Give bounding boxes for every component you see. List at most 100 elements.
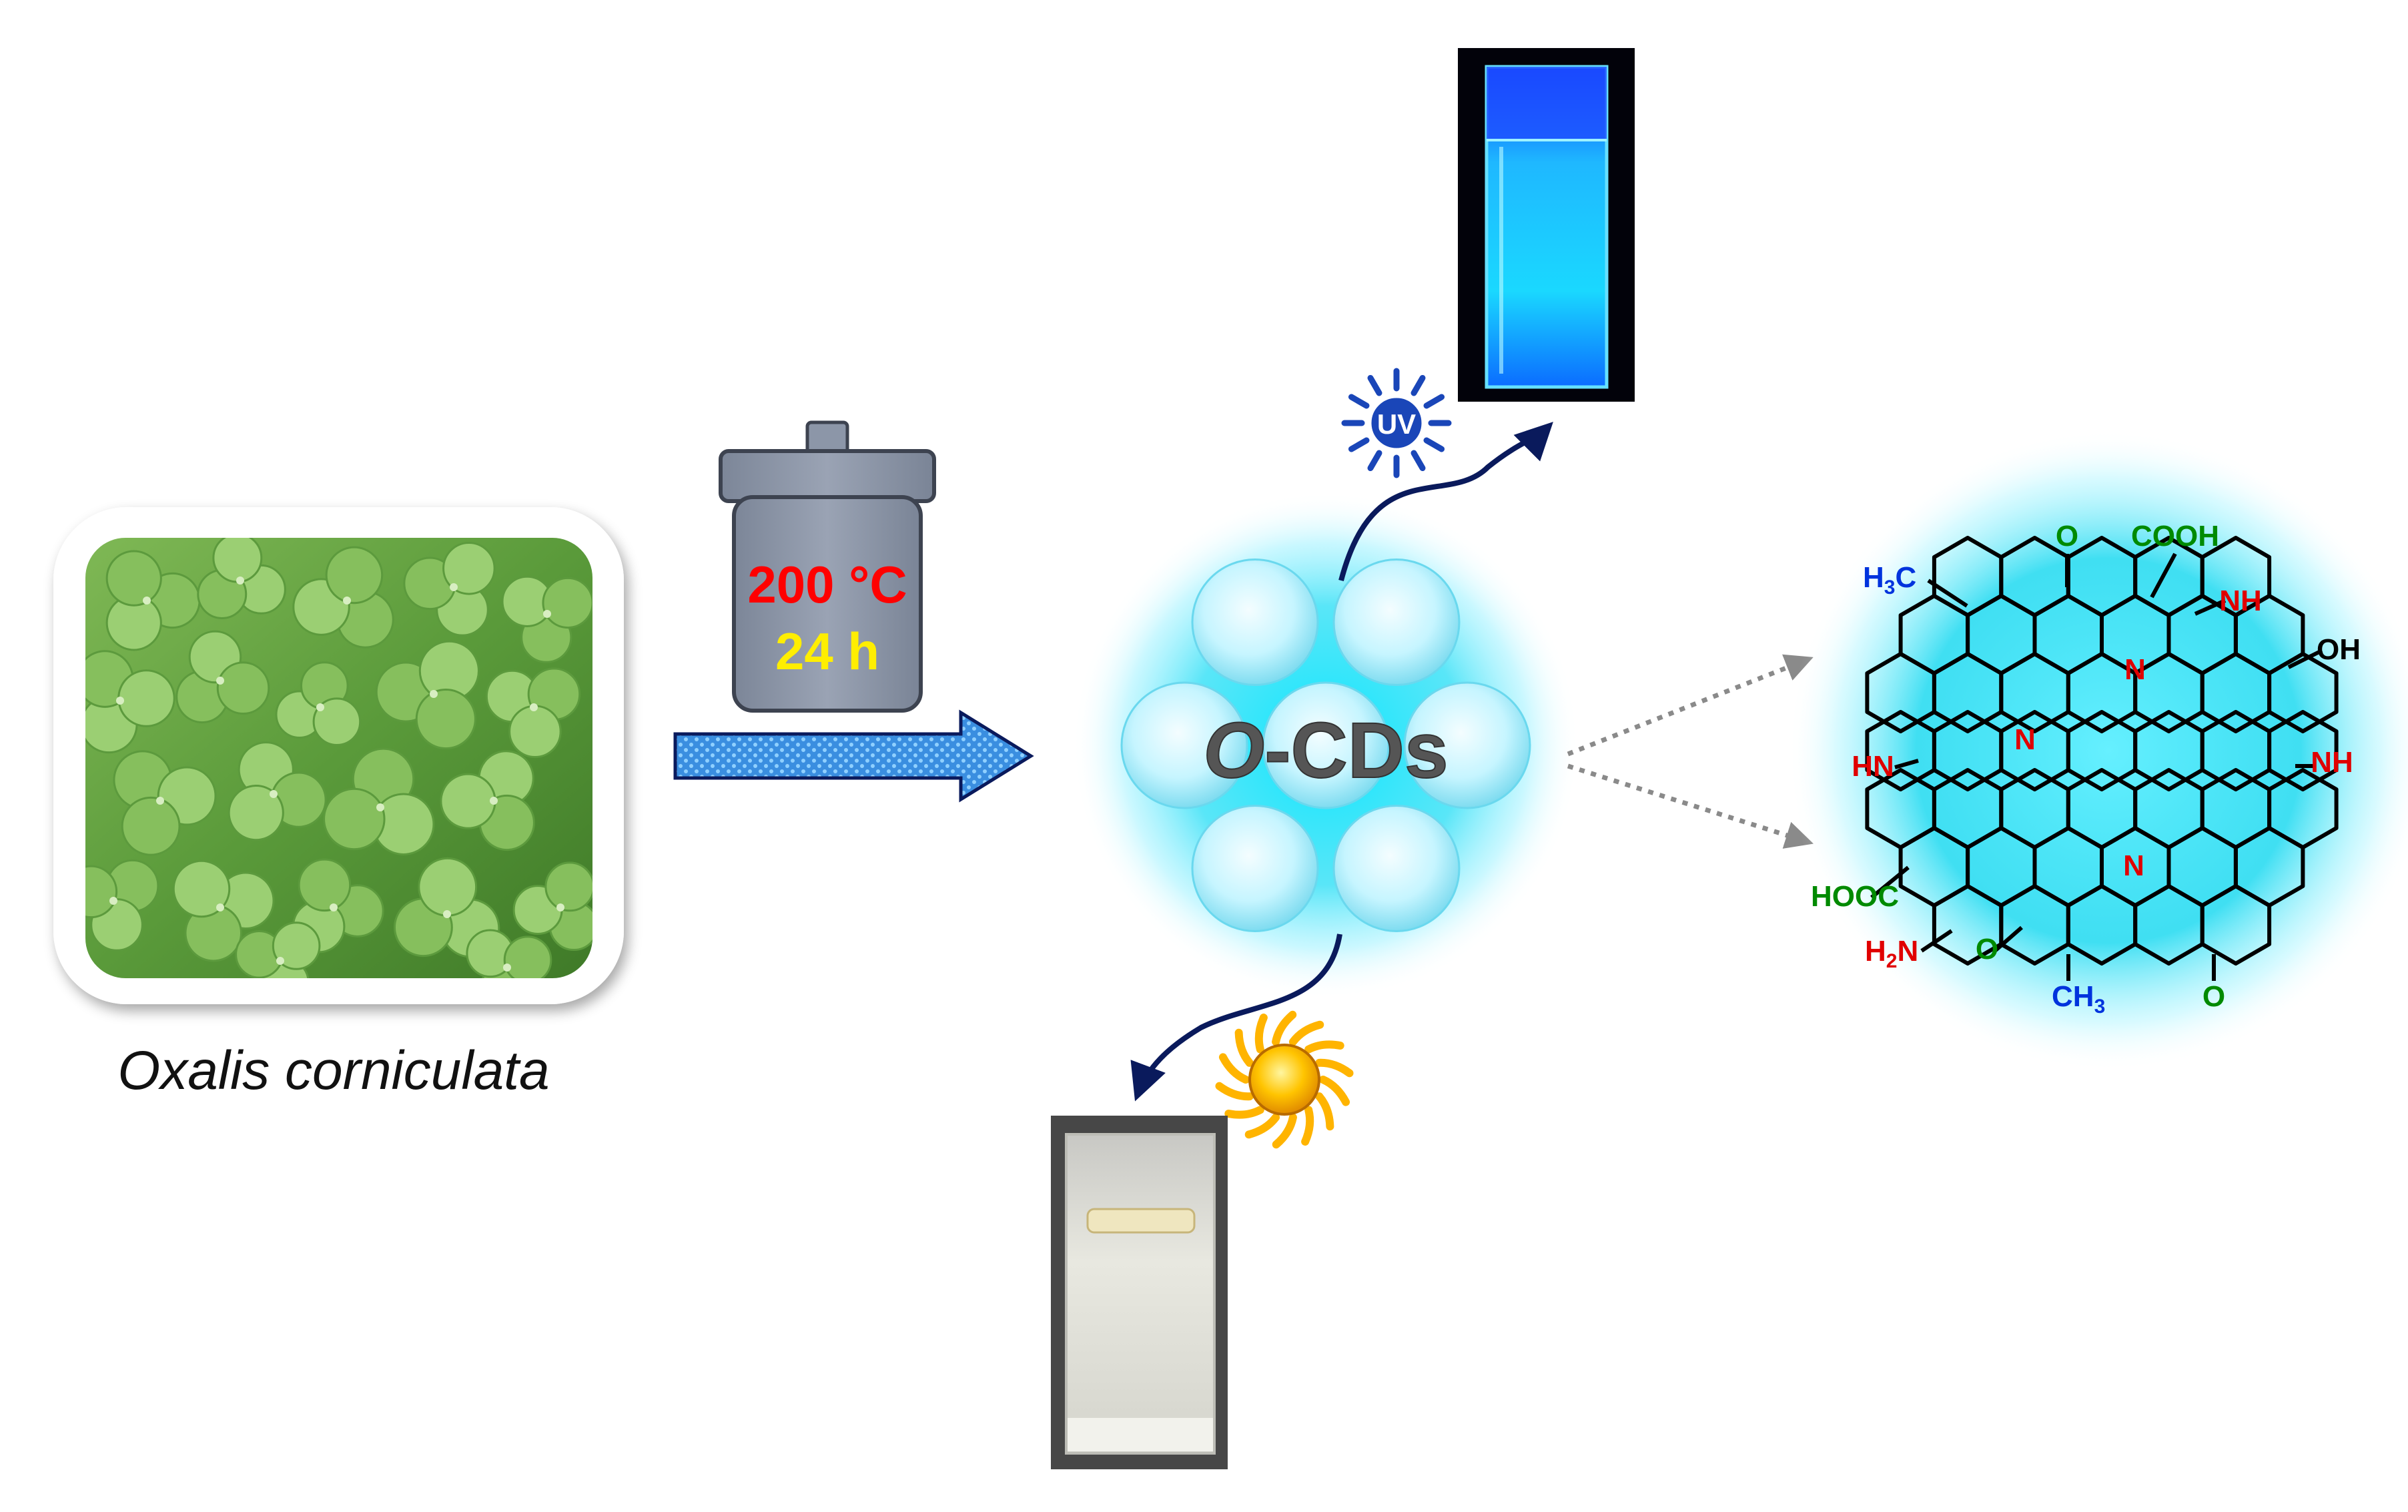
group-oh: OH bbox=[2317, 633, 2361, 666]
sun-ray bbox=[1272, 1113, 1297, 1149]
clover-leaf bbox=[228, 741, 327, 841]
substituent-bond bbox=[2150, 552, 2177, 599]
uv-arrow bbox=[1338, 422, 1553, 582]
sun-ray bbox=[1301, 1106, 1314, 1146]
carbon-dot bbox=[1120, 681, 1248, 809]
group-n-lower: N bbox=[2123, 849, 2144, 882]
carbon-dot bbox=[1191, 558, 1319, 687]
clover-leaf bbox=[172, 859, 275, 962]
sun-ray bbox=[1215, 1082, 1254, 1101]
group-nh-right: NH bbox=[2311, 746, 2353, 779]
carbon-dot bbox=[1262, 681, 1390, 809]
uv-cuvette-photo bbox=[1458, 48, 1635, 402]
substituent-bond bbox=[1994, 925, 2023, 953]
structure-arrow-lower bbox=[1567, 763, 1814, 849]
surface-structure: H3C O COOH NH OH N N N HN NH HOOC H2N O … bbox=[1788, 430, 2408, 1071]
sun-ray bbox=[1234, 1028, 1254, 1067]
sun-ray bbox=[1304, 1040, 1344, 1054]
substituent-bond bbox=[1870, 865, 1910, 899]
h2n-subscript: 2 bbox=[1886, 950, 1898, 972]
uv-ray bbox=[1348, 394, 1370, 409]
carbon-dot bbox=[1191, 804, 1319, 932]
graphitic-lattice bbox=[1865, 536, 2339, 981]
group-hooc: HOOC bbox=[1811, 880, 1899, 913]
clover-leaf bbox=[466, 929, 552, 978]
sun-ray bbox=[1272, 1010, 1297, 1046]
group-o-bottom: O bbox=[2202, 980, 2225, 1013]
substituent-bond bbox=[2287, 649, 2323, 669]
lattice-ring bbox=[2200, 884, 2272, 966]
clover-leaves-photo bbox=[85, 538, 592, 978]
sun-ray bbox=[1319, 1076, 1350, 1106]
clover-leaf bbox=[501, 575, 592, 663]
carbon-dot bbox=[1332, 558, 1461, 687]
plant-caption: Oxalis corniculata bbox=[117, 1040, 549, 1101]
sun-ray bbox=[1224, 1106, 1264, 1119]
group-cooh-top: COOH bbox=[2131, 520, 2219, 552]
uv-rays bbox=[1341, 368, 1452, 478]
reaction-temperature: 200 °C bbox=[747, 555, 907, 614]
clover-leaf bbox=[440, 750, 535, 851]
clover-leaf bbox=[197, 538, 286, 619]
ch3-subscript: 3 bbox=[2094, 996, 2106, 1018]
clover-leaves bbox=[85, 538, 592, 978]
uv-ray bbox=[1367, 374, 1382, 396]
substituent-bond bbox=[2194, 599, 2227, 616]
clover-leaf bbox=[275, 661, 362, 746]
visible-light-arrow bbox=[1130, 933, 1342, 1102]
group-nh-top: NH bbox=[2219, 585, 2262, 617]
product-label-prefix: O bbox=[1203, 707, 1264, 795]
substituent-bond bbox=[1920, 929, 1953, 953]
clover-leaf bbox=[375, 640, 480, 750]
group-o-ring: O bbox=[1976, 933, 1998, 966]
structure-arrow-upper bbox=[1567, 654, 1814, 757]
sun-ray bbox=[1288, 1020, 1324, 1046]
uv-ray bbox=[1423, 437, 1445, 452]
group-hn-left: HN bbox=[1852, 750, 1894, 783]
substituent-bond bbox=[1894, 759, 1919, 769]
uv-badge-disc bbox=[1368, 394, 1425, 452]
clover-leaf bbox=[235, 921, 321, 978]
reaction-time: 24 h bbox=[775, 622, 879, 681]
carbon-dot bbox=[1332, 804, 1461, 932]
product-label: O-CDs bbox=[1203, 707, 1448, 795]
sun-disc bbox=[1248, 1044, 1320, 1116]
autoclave-reactor-icon: 200 °C 24 h bbox=[719, 420, 936, 713]
daylight-cuvette-photo bbox=[1051, 1116, 1228, 1469]
sun-ray bbox=[1244, 1113, 1280, 1139]
reactor-lid bbox=[719, 449, 936, 503]
lattice-ring bbox=[2267, 710, 2339, 791]
clover-leaf bbox=[292, 546, 394, 649]
group-n-left: N bbox=[2014, 723, 2036, 756]
sun-icon bbox=[1215, 1010, 1354, 1149]
clover-leaf bbox=[113, 750, 217, 856]
uv-ray bbox=[1411, 450, 1426, 472]
uv-ray bbox=[1348, 437, 1370, 452]
uv-lamp-icon: UV bbox=[1341, 368, 1452, 478]
group-ch3: CH3 bbox=[2052, 980, 2105, 1018]
carbon-dots bbox=[1120, 558, 1531, 932]
synthesis-arrow bbox=[673, 709, 1034, 803]
clover-leaf bbox=[512, 861, 592, 952]
group-h2n: H2N bbox=[1865, 935, 1918, 972]
clover-leaf bbox=[105, 550, 201, 651]
sun-ray bbox=[1315, 1092, 1334, 1131]
uv-ray bbox=[1367, 450, 1382, 472]
clover-leaf bbox=[485, 667, 581, 759]
sun-ray bbox=[1315, 1058, 1354, 1078]
group-h3c: H3C bbox=[1863, 561, 1916, 599]
carbon-dots-cluster: O-CDs bbox=[1072, 492, 1579, 999]
h3c-subscript: 3 bbox=[1884, 577, 1896, 599]
lattice-ring bbox=[2267, 652, 2339, 733]
plant-panel: Oxalis corniculata bbox=[53, 507, 624, 1101]
reactor-body bbox=[732, 495, 923, 713]
clover-leaf bbox=[175, 630, 270, 724]
sun-rays bbox=[1215, 1010, 1354, 1149]
sun-ray bbox=[1254, 1014, 1268, 1054]
clover-leaf bbox=[323, 747, 435, 855]
uv-ray bbox=[1423, 394, 1445, 409]
group-o-top: O bbox=[2056, 520, 2078, 552]
clover-leaf bbox=[403, 542, 496, 637]
product-label-suffix: -CDs bbox=[1264, 707, 1448, 795]
